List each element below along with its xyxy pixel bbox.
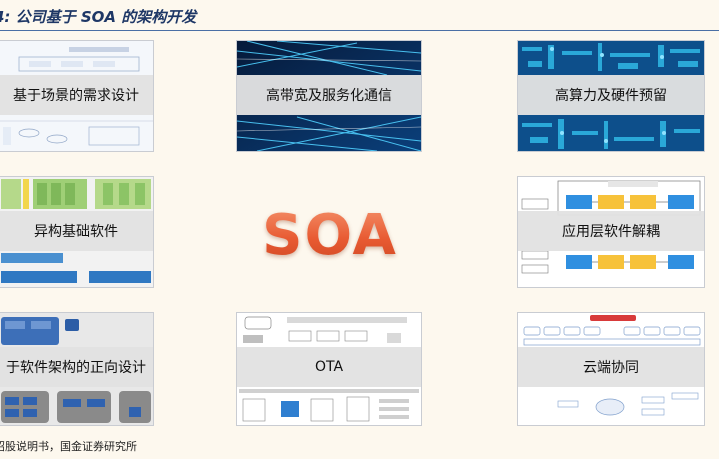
card-label: 基于场景的需求设计 [0,75,153,115]
card-bandwidth-communication: 高带宽及服务化通信 [236,40,422,152]
card-label: 高算力及硬件预留 [518,75,704,115]
card-label: 云端协同 [518,347,704,387]
card-label: OTA [237,347,421,387]
card-label: 高带宽及服务化通信 [237,75,421,115]
card-label: 异构基础软件 [0,211,153,251]
soa-center-logo: SOA [240,195,420,275]
card-label: 于软件架构的正向设计 [0,347,153,387]
card-application-decoupling: 应用层软件解耦 [517,176,705,288]
card-forward-design: 于软件架构的正向设计 [0,312,154,426]
card-heterogeneous-software: 异构基础软件 [0,176,154,288]
figure-source: 招股说明书，国金证券研究所 [0,440,137,453]
card-cloud-collaboration: 云端协同 [517,312,705,426]
card-ota: OTA [236,312,422,426]
card-scenario-requirement: 基于场景的需求设计 [0,40,154,152]
card-label: 应用层软件解耦 [518,211,704,251]
card-compute-hardware: 高算力及硬件预留 [517,40,705,152]
figure-title: 4: 公司基于 SOA 的架构开发 [0,8,197,26]
title-bar: 4: 公司基于 SOA 的架构开发 [0,0,719,31]
